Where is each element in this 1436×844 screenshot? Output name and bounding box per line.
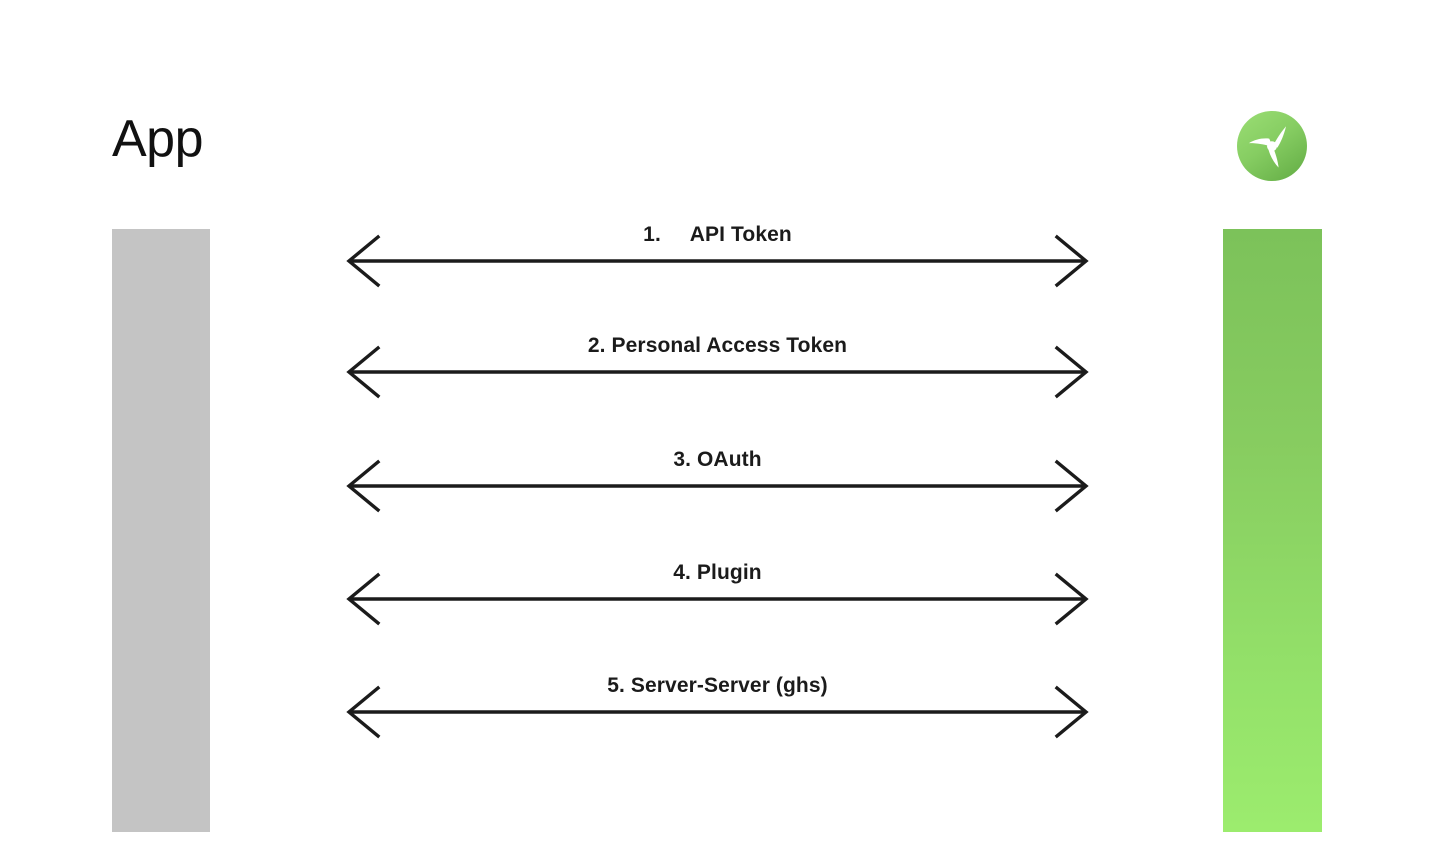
message-label-5: 5. Server-Server (ghs)	[607, 673, 828, 697]
bidirectional-arrow-icon-2	[346, 345, 1089, 399]
turbine-propeller-icon	[1237, 111, 1307, 181]
app-actor-title: App	[112, 110, 204, 168]
message-label-3: 3. OAuth	[673, 447, 762, 471]
bidirectional-arrow-icon-4	[346, 572, 1089, 626]
bidirectional-arrow-icon-1	[346, 234, 1089, 288]
service-logo	[1236, 110, 1308, 182]
message-label-4: 4. Plugin	[673, 560, 762, 584]
app-lifeline-bar	[112, 229, 210, 832]
bidirectional-arrow-icon-3	[346, 459, 1089, 513]
bidirectional-arrow-icon-5	[346, 685, 1089, 739]
message-label-1: 1. API Token	[643, 222, 792, 246]
service-lifeline-bar	[1223, 229, 1322, 832]
message-label-2: 2. Personal Access Token	[587, 333, 848, 357]
